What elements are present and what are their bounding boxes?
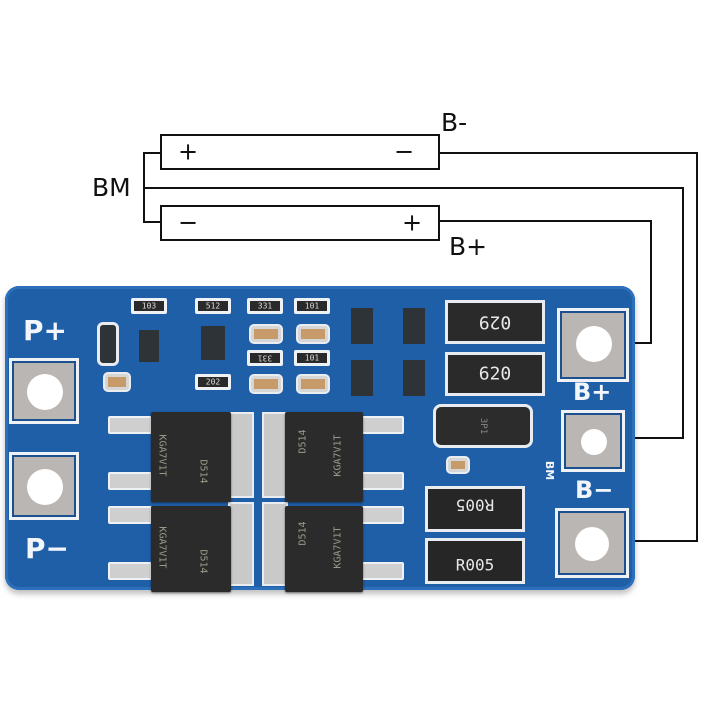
ic-dual-mosfet <box>403 360 425 396</box>
mosfet-tab <box>262 502 288 586</box>
battery-cell-bottom: − + <box>160 205 440 241</box>
mosfet-lead <box>360 506 404 524</box>
smd-code: 331 <box>257 353 273 363</box>
ic-sot <box>97 322 119 366</box>
smd-code: 101 <box>304 301 320 311</box>
mosfet-marking: KGA7V1T <box>156 526 168 569</box>
shunt-resistor: R005 <box>425 538 525 584</box>
pad-b-minus <box>555 508 629 578</box>
pad-hole <box>27 469 63 505</box>
mosfet-code: D514 <box>197 549 209 574</box>
wire-b-minus <box>440 152 698 154</box>
label-b-minus: B- <box>441 108 468 137</box>
diode: 3P1 <box>433 404 533 448</box>
pad-hole <box>27 374 63 410</box>
capacitor <box>251 326 281 342</box>
terminal-plus: + <box>402 208 423 237</box>
shunt-code: R005 <box>455 495 495 515</box>
smd-resistor: 331 <box>247 350 283 366</box>
terminal-plus: + <box>178 137 199 166</box>
pad-b-plus-wire <box>557 308 629 382</box>
resistor-620: 620 <box>445 352 545 396</box>
pad-p-minus <box>9 452 79 520</box>
mosfet: D514 KGA7V1T <box>285 506 363 592</box>
wire-bm <box>682 187 684 439</box>
ic-dual-mosfet <box>351 360 373 396</box>
battery-cell-top: + − <box>160 134 440 170</box>
label-b-plus: B+ <box>449 232 488 261</box>
mosfet-tab <box>228 412 254 498</box>
bms-board: P+ P− B+ B− BM 029 620 3P1 R005 R005 103… <box>5 286 635 592</box>
mosfet-code: D514 <box>297 521 309 546</box>
pad-hole <box>576 326 612 362</box>
silk-b-plus: B+ <box>573 378 612 406</box>
wire-bm-to-cell-bottom <box>143 221 161 223</box>
pad-hole <box>581 429 607 455</box>
silk-b-minus: B− <box>575 476 614 504</box>
capacitor <box>298 326 328 342</box>
pad-p-plus <box>9 358 79 424</box>
mosfet-lead <box>360 562 404 580</box>
shunt-code: R005 <box>455 555 495 575</box>
resistor-code: 620 <box>478 363 512 385</box>
silk-bm: BM <box>543 460 557 481</box>
terminal-minus: − <box>178 208 199 237</box>
mosfet-code: D514 <box>297 429 309 454</box>
ic-sot23 <box>139 330 159 362</box>
wire-bm-to-cell-top <box>143 152 161 154</box>
mosfet: KGA7V1T D514 <box>151 506 231 592</box>
smd-code: 101 <box>304 353 320 363</box>
wire-b-minus <box>696 152 698 542</box>
ic-dual-mosfet <box>403 308 425 344</box>
terminal-minus: − <box>394 137 415 166</box>
smd-resistor: 103 <box>131 298 167 314</box>
pad-bm <box>561 410 625 472</box>
silk-p-minus: P− <box>25 532 69 565</box>
mosfet-marking: KGA7V1T <box>332 526 344 569</box>
mosfet: D514 KGA7V1T <box>285 412 363 502</box>
mosfet-marking: KGA7V1T <box>156 434 168 477</box>
mosfet-lead <box>360 416 404 434</box>
smd-code: 103 <box>141 301 157 311</box>
mosfet-lead <box>108 472 152 490</box>
resistor-code: 029 <box>478 311 512 333</box>
capacitor <box>105 374 129 390</box>
shunt-resistor: R005 <box>425 486 525 532</box>
resistor-029: 029 <box>445 300 545 344</box>
wire-b-plus <box>440 220 652 222</box>
ic-protection <box>201 326 225 360</box>
diode-marking: 3P1 <box>478 417 488 435</box>
mosfet-marking: KGA7V1T <box>332 434 344 477</box>
smd-code: 512 <box>205 301 221 311</box>
smd-code: 202 <box>205 377 221 387</box>
ic-dual-mosfet <box>351 308 373 344</box>
smd-resistor: 101 <box>294 350 330 366</box>
mosfet-tab <box>228 502 254 586</box>
smd-resistor: 202 <box>195 374 231 390</box>
smd-resistor: 101 <box>294 298 330 314</box>
wire-b-plus <box>650 220 652 344</box>
wire-bm <box>143 187 684 189</box>
capacitor <box>298 376 328 392</box>
wire-bm <box>601 437 684 439</box>
mosfet: KGA7V1T D514 <box>151 412 231 502</box>
mosfet-tab <box>262 412 288 498</box>
mosfet-lead <box>360 472 404 490</box>
smd-code: 331 <box>257 301 273 311</box>
wire-b-minus <box>598 540 698 542</box>
mosfet-code: D514 <box>197 459 209 484</box>
label-bm: BM <box>92 173 131 202</box>
mosfet-lead <box>108 416 152 434</box>
pad-hole <box>575 527 609 561</box>
mosfet-lead <box>108 562 152 580</box>
capacitor <box>251 376 281 392</box>
smd-resistor: 512 <box>195 298 231 314</box>
silk-p-plus: P+ <box>23 314 67 347</box>
mosfet-lead <box>108 506 152 524</box>
capacitor <box>448 458 468 472</box>
smd-resistor: 331 <box>247 298 283 314</box>
